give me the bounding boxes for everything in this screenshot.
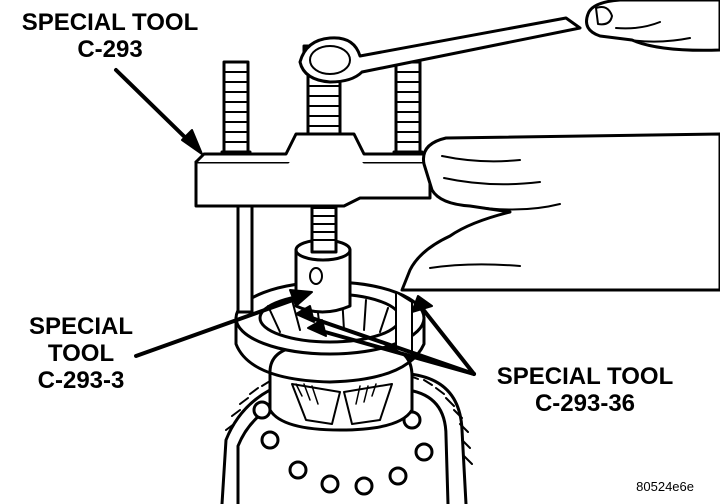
differential-case (268, 344, 414, 432)
bearing (234, 280, 426, 384)
label-line: C-293-36 (534, 389, 636, 417)
label-line: SPECIAL (28, 313, 133, 340)
label-special-tool-c293: SPECIAL TOOL C-293 (4, 9, 216, 64)
label-line: TOOL (47, 339, 115, 367)
hand-lower (400, 132, 720, 292)
label-line: SPECIAL TOOL (21, 9, 199, 36)
hand-upper (585, 0, 720, 52)
label-line: C-293-3 (37, 366, 125, 394)
label-line: C-293 (77, 35, 143, 63)
leader-arrows (114, 68, 476, 376)
side-studs (220, 60, 424, 314)
label-special-tool-c293-36: SPECIAL TOOL C-293-36 (478, 363, 692, 418)
crossbar (194, 132, 432, 208)
label-special-tool-c293-3: SPECIAL TOOL C-293-3 (14, 313, 148, 395)
figure-code: 80524e6e (636, 479, 694, 494)
wrench (298, 16, 582, 84)
label-line: SPECIAL TOOL (496, 363, 674, 390)
